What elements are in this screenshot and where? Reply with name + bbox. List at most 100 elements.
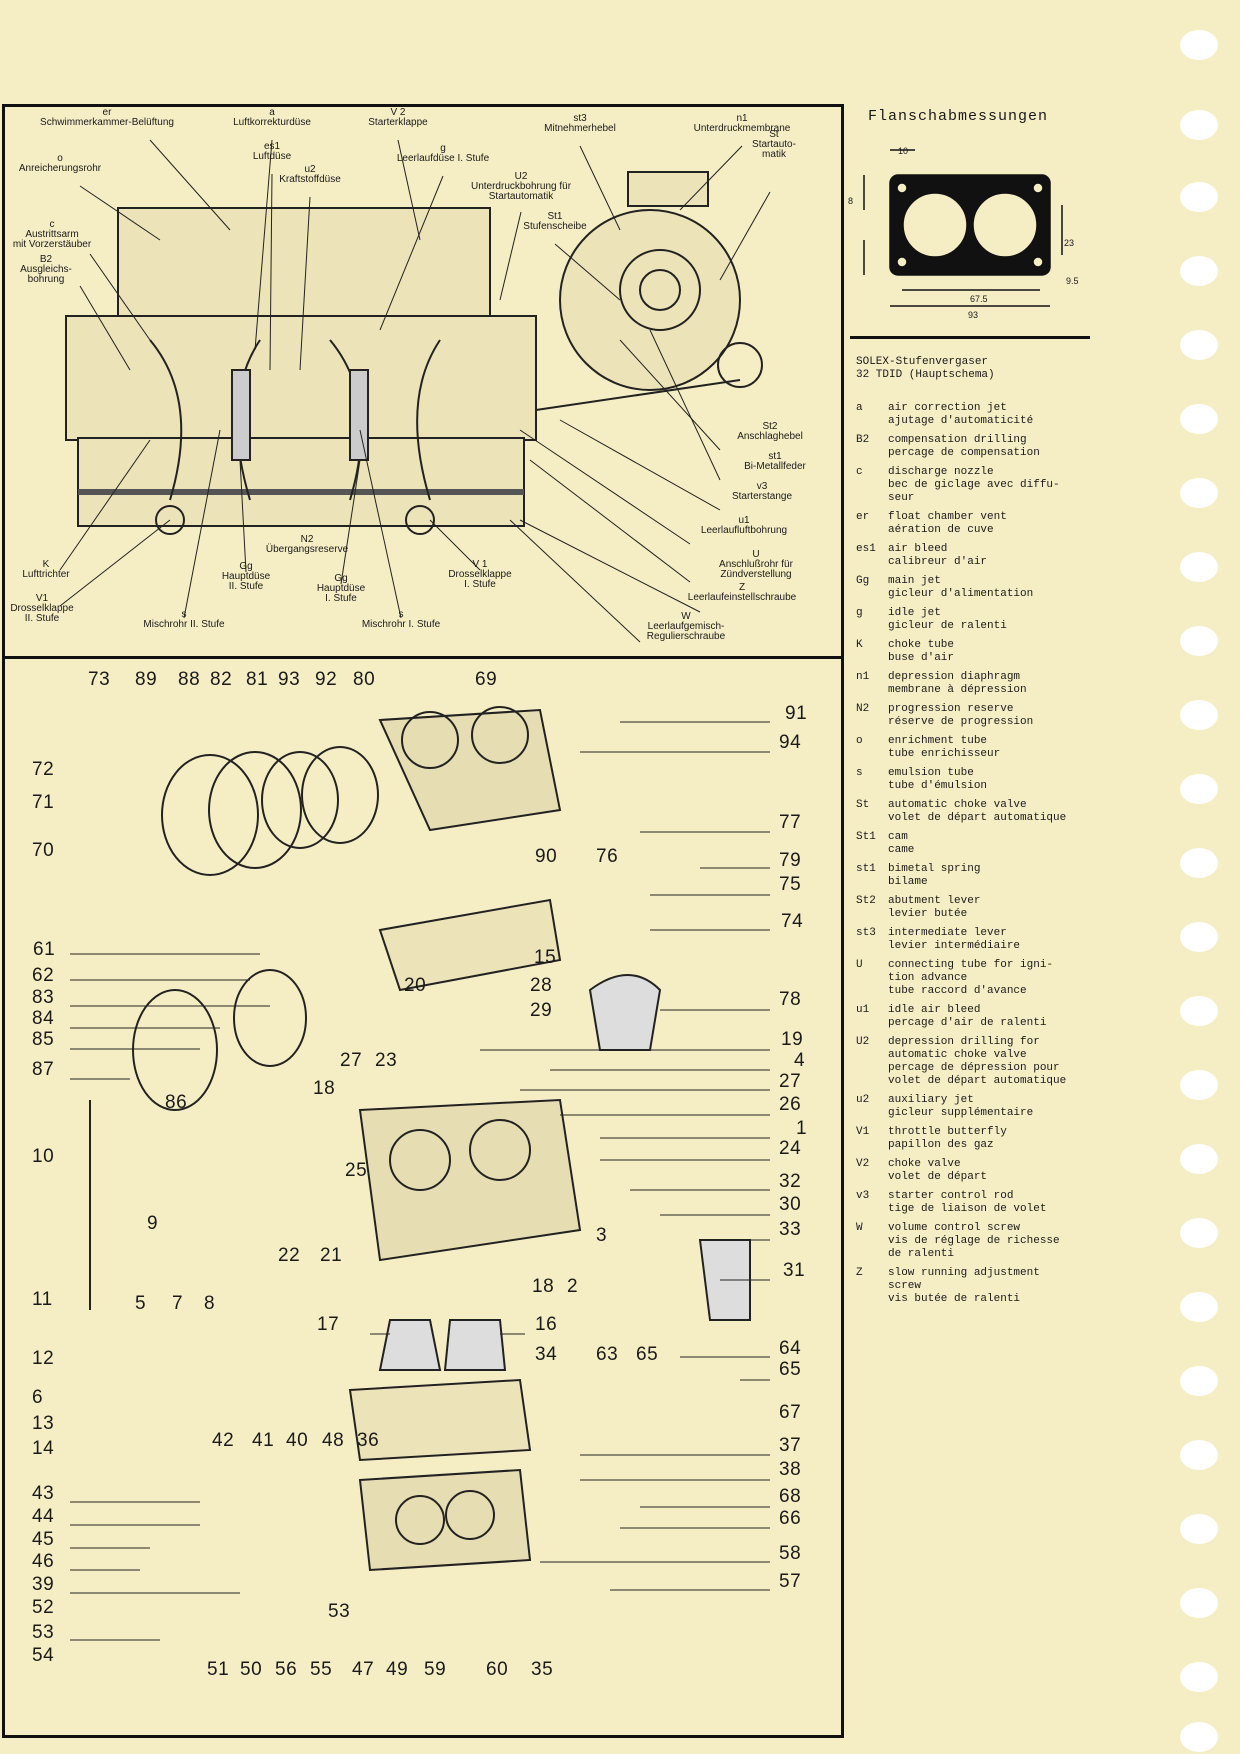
- legend-key: St2: [856, 895, 876, 907]
- part-number: 92: [315, 669, 338, 690]
- part-number: 76: [596, 846, 619, 867]
- part-number: 47: [352, 1659, 375, 1680]
- legend-description: volume control screw vis de réglage de r…: [888, 1222, 1060, 1260]
- legend-key: v3: [856, 1190, 870, 1202]
- part-number: 9: [147, 1213, 159, 1234]
- part-number: 23: [375, 1050, 398, 1071]
- part-number: 4: [794, 1050, 806, 1071]
- part-number: 8: [204, 1293, 216, 1314]
- callout-w: W Leerlaufgemisch-Regulierschraube: [646, 611, 726, 642]
- binder-hole: [1180, 30, 1218, 60]
- legend-description: abutment lever levier butée: [888, 895, 981, 920]
- legend-key: V2: [856, 1158, 870, 1170]
- binder-hole: [1180, 478, 1218, 508]
- callout-u1: u1 Leerlaufluftbohrung: [700, 515, 788, 536]
- binder-hole: [1180, 1292, 1218, 1322]
- part-number: 21: [320, 1245, 343, 1266]
- callout-v3: v3 Starterstange: [731, 481, 793, 502]
- part-number: 55: [310, 1659, 333, 1680]
- part-number: 6: [32, 1387, 44, 1408]
- legend-key: Gg: [856, 575, 870, 587]
- callout-es1: es1 Luftdüse: [252, 141, 292, 162]
- part-number: 81: [246, 669, 269, 690]
- callout-Uanschl: U Anschlußrohr für Zündverstellung: [719, 549, 793, 580]
- part-number: 71: [32, 792, 55, 813]
- part-number: 11: [32, 1289, 53, 1310]
- binder-hole: [1180, 774, 1218, 804]
- legend-description: idle air bleed percage d'air de ralenti: [888, 1004, 1047, 1029]
- binder-hole: [1180, 996, 1218, 1026]
- part-number: 10: [32, 1146, 55, 1167]
- part-number: 72: [32, 759, 55, 780]
- binder-hole: [1180, 1514, 1218, 1544]
- part-number: 32: [779, 1171, 802, 1192]
- legend-description: enrichment tube tube enrichisseur: [888, 735, 1001, 760]
- part-number: 68: [779, 1486, 802, 1507]
- part-number: 22: [278, 1245, 301, 1266]
- binder-hole: [1180, 626, 1218, 656]
- part-number: 84: [32, 1008, 55, 1029]
- exploded-view-frame: [2, 656, 844, 1738]
- part-number: 83: [32, 987, 55, 1008]
- part-number: 35: [531, 1659, 554, 1680]
- callout-g1: g Leerlaufdüse I. Stufe: [396, 143, 490, 164]
- part-number: 39: [32, 1574, 55, 1595]
- callout-v1b: V1 Drosselklappe II. Stufe: [10, 593, 74, 624]
- binder-hole: [1180, 1070, 1218, 1100]
- part-number: 25: [345, 1160, 368, 1181]
- part-number: 42: [212, 1430, 235, 1451]
- part-number: 24: [779, 1138, 802, 1159]
- legend-key: st3: [856, 927, 876, 939]
- part-number: 14: [32, 1438, 55, 1459]
- part-number: 56: [275, 1659, 298, 1680]
- callout-z: Z Leerlaufeinstellschraube: [687, 582, 797, 603]
- binder-hole: [1180, 256, 1218, 286]
- flange-dim: 9.5: [1066, 276, 1079, 286]
- part-number: 82: [210, 669, 233, 690]
- part-number: 31: [783, 1260, 806, 1281]
- legend-key: U2: [856, 1036, 870, 1048]
- legend-description: emulsion tube tube d'émulsion: [888, 767, 988, 792]
- flange-dim: 32: [995, 230, 1006, 240]
- part-number: 5: [135, 1293, 147, 1314]
- legend-description: choke tube buse d'air: [888, 639, 955, 664]
- part-number: 66: [779, 1508, 802, 1529]
- part-number: 27: [779, 1071, 802, 1092]
- legend: SOLEX-Stufenvergaser 32 TDID (Hauptschem…: [856, 356, 1096, 1312]
- part-number: 30: [779, 1194, 802, 1215]
- legend-key: u2: [856, 1094, 870, 1106]
- legend-description: choke valve volet de départ: [888, 1158, 988, 1183]
- part-number: 77: [779, 812, 802, 833]
- binder-hole: [1180, 1722, 1218, 1752]
- part-number: 52: [32, 1597, 55, 1618]
- part-number: 45: [32, 1529, 55, 1550]
- callout-st1: St1 Stufenscheibe: [523, 211, 587, 232]
- legend-description: auxiliary jet gicleur supplémentaire: [888, 1094, 1034, 1119]
- legend-description: throttle butterfly papillon des gaz: [888, 1126, 1007, 1151]
- part-number: 12: [32, 1348, 55, 1369]
- flange-drawing: [863, 149, 1063, 307]
- legend-description: idle jet gicleur de ralenti: [888, 607, 1007, 632]
- legend-key: N2: [856, 703, 870, 715]
- part-number: 79: [779, 850, 802, 871]
- binder-hole: [1180, 330, 1218, 360]
- part-number: 88: [178, 669, 201, 690]
- binder-hole: [1180, 182, 1218, 212]
- part-number: 91: [785, 703, 808, 724]
- binder-hole: [1180, 1218, 1218, 1248]
- binder-hole: [1180, 552, 1218, 582]
- legend-key: st1: [856, 863, 876, 875]
- part-number: 29: [530, 1000, 553, 1021]
- part-number: 19: [781, 1029, 804, 1050]
- part-number: 46: [32, 1551, 55, 1572]
